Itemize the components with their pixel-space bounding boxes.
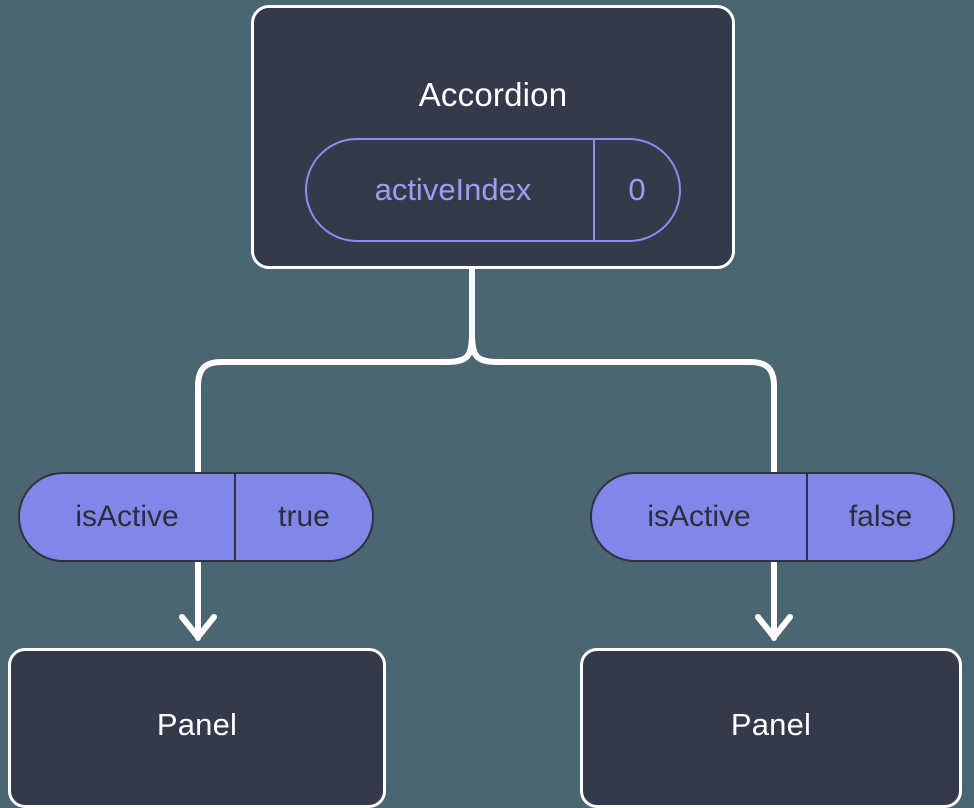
arrow-head-right-icon: [755, 614, 793, 640]
component-title-accordion: Accordion: [418, 76, 568, 113]
prop-pill-value-left: true: [278, 500, 330, 533]
prop-pill-value-right: false: [848, 500, 913, 533]
connector-fork-right: [469, 331, 777, 476]
state-pill-key: activeIndex: [307, 140, 595, 240]
prop-pill-isactive-left[interactable]: isActive true: [18, 472, 374, 562]
arrow-head-left-icon: [179, 614, 217, 640]
component-node-panel-left[interactable]: Panel: [8, 648, 386, 808]
state-pill-value: 0: [628, 172, 646, 207]
component-node-accordion[interactable]: Accordion activeIndex 0: [251, 5, 735, 269]
prop-pill-key-left: isActive: [20, 474, 236, 560]
prop-pill-key-right: isActive: [592, 474, 808, 560]
component-node-panel-right[interactable]: Panel: [580, 648, 962, 808]
prop-pill-isactive-right[interactable]: isActive false: [590, 472, 955, 562]
connector-fork-left: [195, 331, 475, 476]
component-title-panel-left: Panel: [156, 707, 238, 742]
diagram-canvas: Accordion activeIndex 0 isActive true is…: [8, 5, 962, 808]
state-pill-wrap: activeIndex 0: [254, 138, 732, 242]
component-title-panel-right: Panel: [730, 707, 812, 742]
state-pill-activeindex[interactable]: activeIndex 0: [305, 138, 681, 242]
